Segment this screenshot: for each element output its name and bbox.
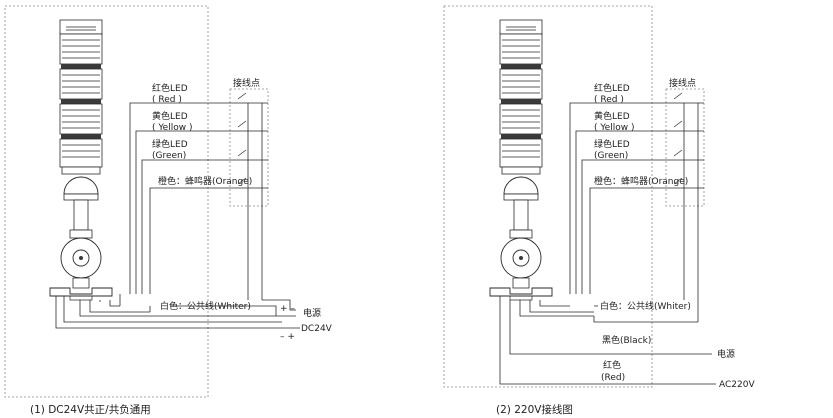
left-wiring <box>55 92 300 329</box>
right-yellow-label: 黄色LED <box>594 110 630 122</box>
right-power-label: 电源 <box>717 348 735 360</box>
right-red-label: 红色LED <box>594 82 630 94</box>
right-yellow-en: ( Yellow ) <box>594 123 634 133</box>
left-green-en: (Green) <box>152 151 186 161</box>
right-red-en: ( Red ) <box>594 95 624 105</box>
right-wiring <box>499 92 716 385</box>
right-black-label: 黑色(Black) <box>602 334 651 346</box>
left-white-label: 白色：公共线(Whiter) <box>160 300 251 312</box>
right-caption: (2) 220V接线图 <box>496 403 573 416</box>
right-panel: 接线点 <box>443 5 755 416</box>
right-green-en: (Green) <box>594 151 628 161</box>
left-terminal-box <box>229 88 269 207</box>
left-green-label: 绿色LED <box>152 138 188 150</box>
right-orange-label: 橙色：蜂鸣器(Orange) <box>594 175 688 187</box>
right-white-label: 白色：公共线(Whiter) <box>600 300 691 312</box>
right-red2-en: (Red) <box>601 373 625 383</box>
right-frame <box>443 5 653 388</box>
left-power-label: 电源 <box>303 307 321 319</box>
right-red2-label: 红色 <box>603 359 621 371</box>
left-panel: 接线点 <box>4 5 333 416</box>
left-red-en: ( Red ) <box>152 95 182 105</box>
left-signal-tower <box>49 19 113 301</box>
right-voltage-label: AC220V <box>719 380 755 390</box>
right-signal-tower <box>489 19 553 301</box>
right-terminal-title: 接线点 <box>669 77 696 89</box>
left-yellow-label: 黄色LED <box>152 110 188 122</box>
left-voltage-label: DC24V <box>301 324 333 334</box>
left-caption: (1) DC24V共正/共负通用 <box>30 403 151 416</box>
left-terminal-title: 接线点 <box>233 77 260 89</box>
left-frame <box>4 5 209 398</box>
left-orange-label: 橙色：蜂鸣器(Orange) <box>158 175 252 187</box>
left-red-label: 红色LED <box>152 82 188 94</box>
left-polarity-bottom: – + <box>280 332 295 342</box>
left-polarity-top: + – <box>280 304 295 314</box>
left-yellow-en: ( Yellow ) <box>152 123 192 133</box>
right-terminal-box <box>665 88 705 207</box>
right-green-label: 绿色LED <box>594 138 630 150</box>
